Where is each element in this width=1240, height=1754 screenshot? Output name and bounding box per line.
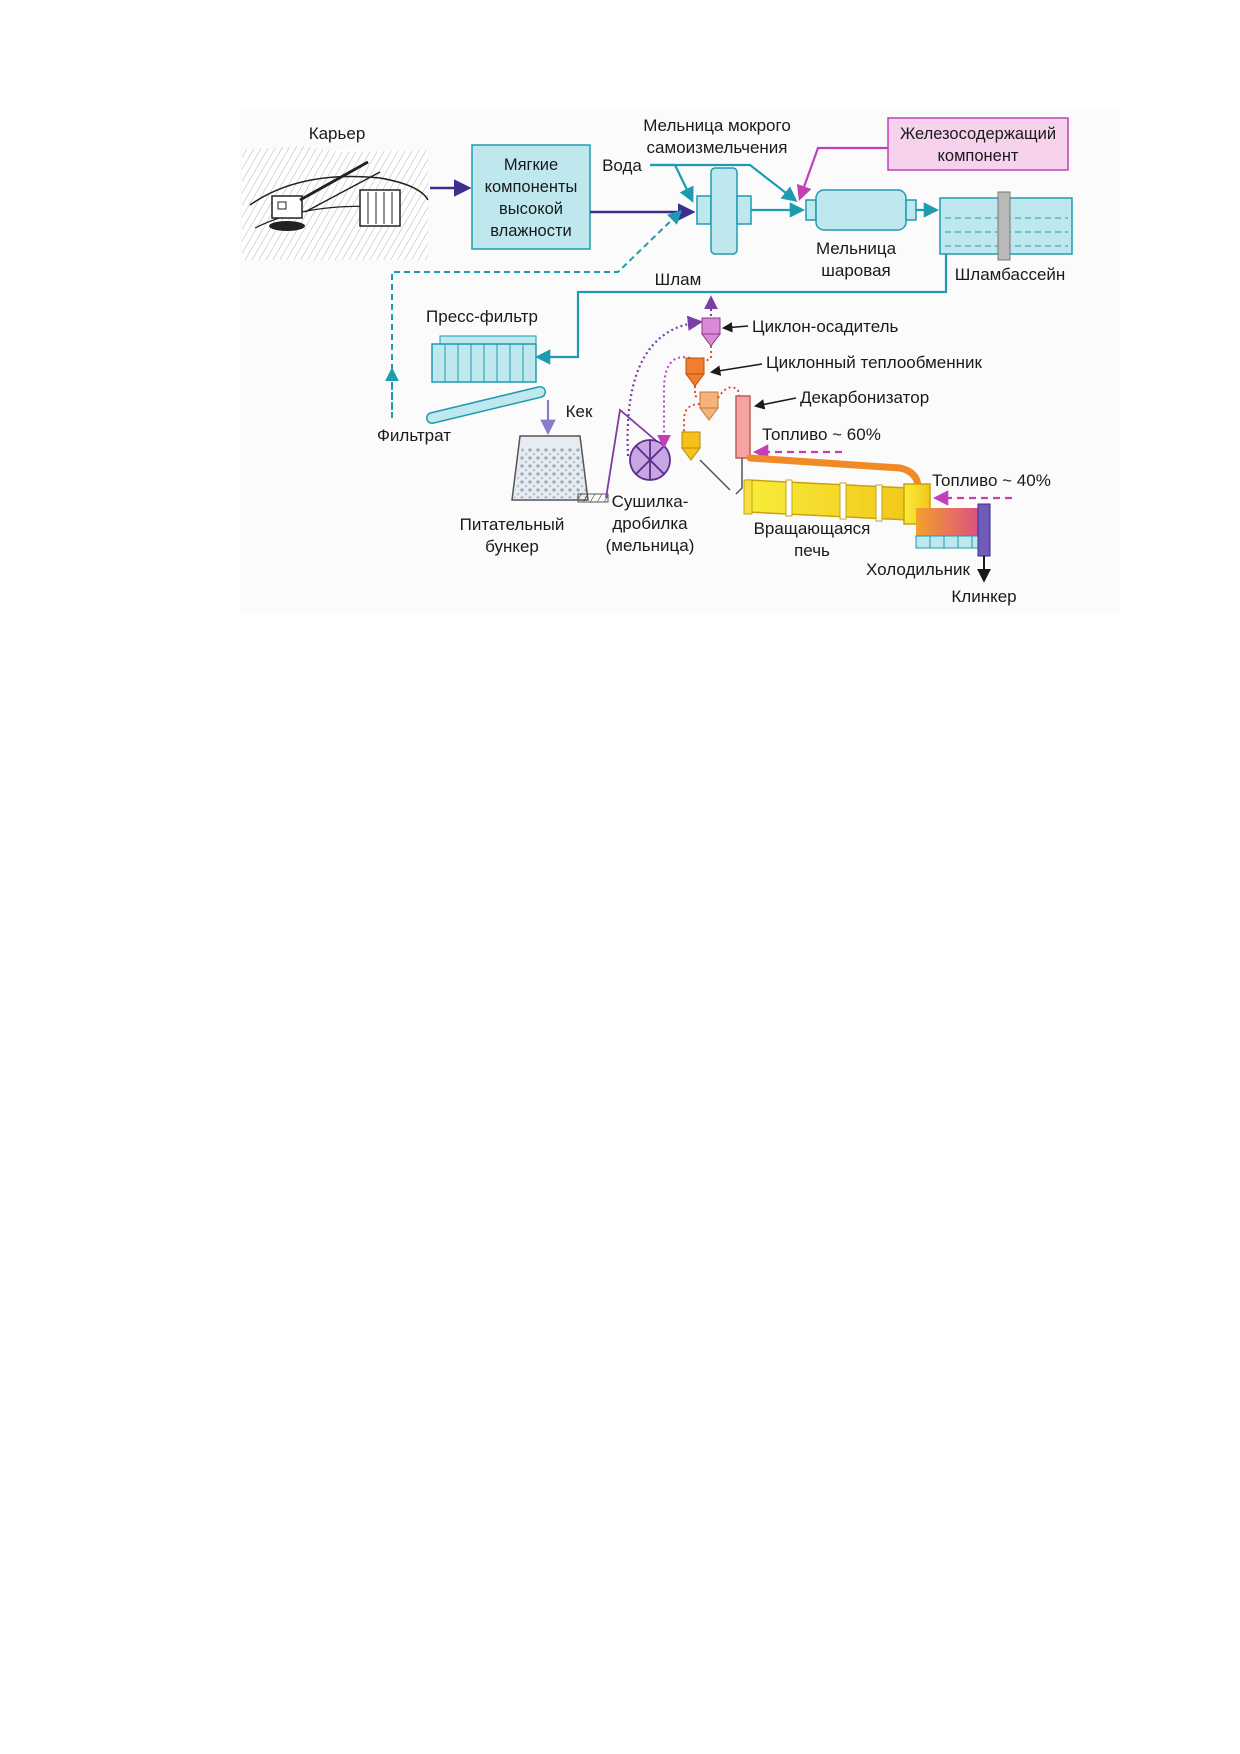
cyclone-heat-exchanger	[681, 357, 719, 461]
pointer-cyclone-settler	[721, 322, 749, 333]
clinker-cooler	[915, 503, 991, 557]
kiln-label-2: печь	[794, 541, 830, 560]
cake-label: Кек	[566, 402, 593, 421]
feed-bunker-label-2: бункер	[485, 537, 539, 556]
water-label: Вода	[602, 156, 642, 175]
iron-box-line-2: компонент	[938, 147, 1019, 165]
decarbonizer-label: Декарбонизатор	[800, 388, 929, 407]
quarry-label: Карьер	[309, 124, 366, 143]
press-filter-label: Пресс-фильтр	[426, 307, 538, 326]
arrow-slurry-to-press-filter	[534, 254, 948, 365]
arrow-iron-to-ball-mill	[796, 146, 888, 201]
pointer-decarbonizer	[753, 397, 797, 410]
pointer-heat-exchanger	[709, 363, 763, 376]
wet-mill-machine	[696, 167, 752, 255]
fuel-40-label: Топливо ~ 40%	[932, 471, 1051, 490]
soft-components-box	[471, 144, 591, 250]
hx-link-2	[694, 386, 701, 399]
soft-box-line-4: влажности	[490, 222, 572, 240]
arrow-water-to-ball-mill	[650, 163, 798, 202]
filtrate-label: Фильтрат	[377, 426, 451, 445]
ball-mill-label-2: шаровая	[821, 261, 891, 280]
cyclone-hx-label: Циклонный теплообменник	[766, 353, 983, 372]
press-filter-machine	[431, 335, 537, 383]
wet-mill-label-2: самоизмельчения	[646, 138, 787, 157]
hx-link-3	[683, 403, 701, 432]
hx-link-4	[717, 386, 741, 401]
wet-mill-label-1: Мельница мокрого	[643, 116, 791, 135]
decarbonizer-to-kiln	[735, 458, 743, 495]
arrow-filtrate-return	[391, 210, 683, 410]
line-bunker-to-dryer	[605, 408, 661, 499]
kiln-label-1: Вращающаяся	[754, 519, 871, 538]
decarbonizer-column	[735, 395, 751, 459]
rotary-kiln	[743, 479, 931, 525]
fuel-60-label: Топливо ~ 60%	[762, 425, 881, 444]
slurry-label: Шлам	[655, 270, 702, 289]
dryer-crusher	[629, 439, 671, 481]
iron-box-line-1: Железосодержащий	[900, 125, 1056, 143]
dryer-label-3: (мельница)	[606, 536, 695, 555]
feed-bunker-label-1: Питательный	[460, 515, 565, 534]
arrow-hx-to-dryer	[657, 356, 691, 449]
dryer-label-2: дробилка	[612, 514, 688, 533]
slurry-pool-tank	[939, 191, 1073, 261]
soft-box-line-3: высокой	[499, 200, 563, 218]
hx-to-kiln	[699, 459, 731, 491]
ball-mill-machine	[805, 189, 917, 231]
soft-box-line-1: Мягкие	[504, 156, 558, 174]
slurry-pool-label: Шламбассейн	[955, 265, 1066, 284]
feed-bunker	[511, 435, 609, 503]
hx-link-1	[703, 346, 712, 363]
dryer-label-1: Сушилка-	[612, 492, 689, 511]
quarry-illustration	[242, 146, 429, 260]
cyclone-settler-label: Циклон-осадитель	[752, 317, 899, 336]
clinker-label: Клинкер	[951, 587, 1016, 606]
soft-box-line-2: компоненты	[485, 178, 578, 196]
cyclone-settler	[701, 317, 721, 347]
cake-conveyor	[426, 386, 546, 424]
iron-component-box	[887, 117, 1069, 171]
cooler-label: Холодильник	[866, 560, 970, 579]
ball-mill-label-1: Мельница	[816, 239, 897, 258]
